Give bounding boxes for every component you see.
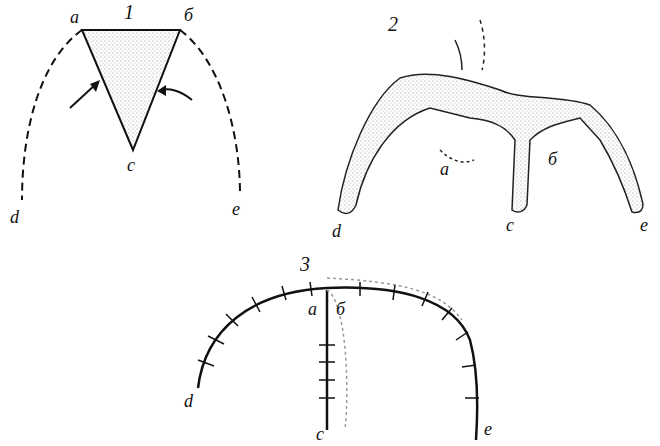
point-letter: c: [127, 156, 135, 174]
point-letter: d: [10, 208, 19, 226]
triangle-flap: [22, 30, 240, 200]
point-letter: б: [548, 150, 557, 168]
panel-number: 1: [124, 2, 134, 22]
rotated-limbs: [338, 20, 643, 213]
point-letter: a: [440, 160, 449, 178]
point-letter: d: [332, 222, 341, 240]
point-letter: c: [506, 216, 514, 234]
point-letter: a: [308, 300, 317, 318]
point-letter: e: [484, 420, 492, 438]
point-letter: б: [336, 300, 345, 318]
point-letter: e: [232, 200, 240, 218]
point-letter: e: [640, 216, 648, 234]
point-letter: a: [70, 8, 79, 26]
panel-number: 2: [388, 14, 398, 34]
point-letter: d: [184, 392, 193, 410]
suture-ticks: [198, 282, 479, 398]
point-letter: б: [184, 6, 193, 24]
panel-number: 3: [300, 254, 310, 274]
sutured-closure: [198, 278, 477, 440]
point-letter: c: [316, 425, 324, 443]
